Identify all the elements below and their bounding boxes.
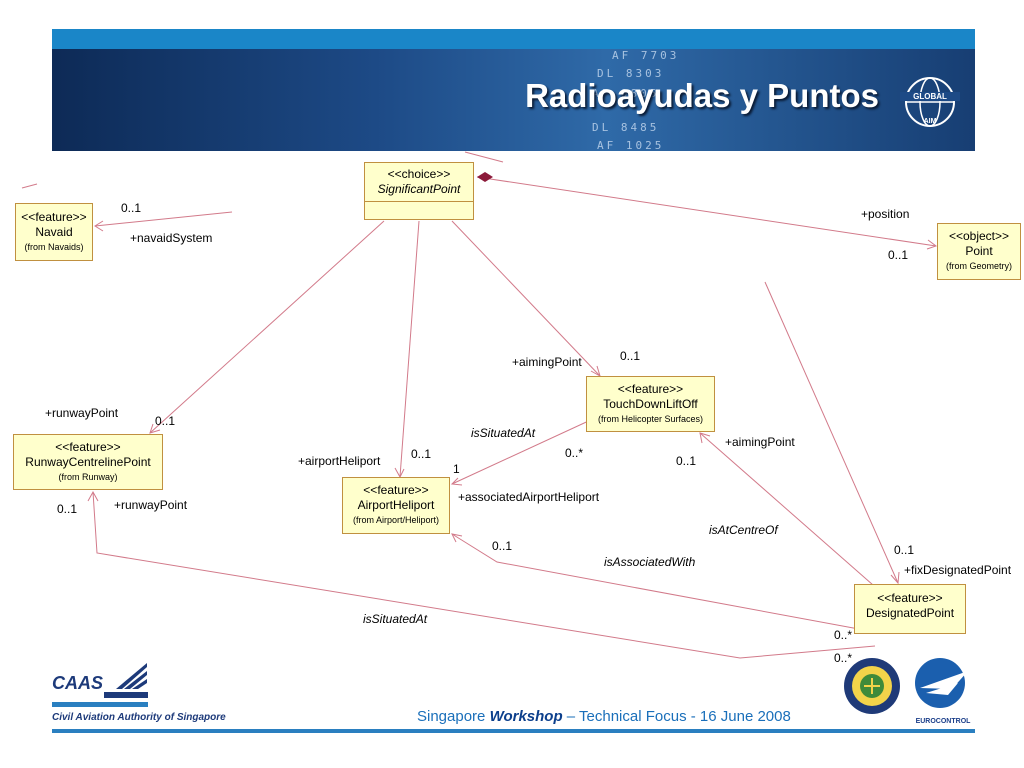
decorative-line — [465, 152, 503, 162]
class-touchdown-liftoff[interactable]: <<feature>> TouchDownLiftOff (from Helic… — [586, 376, 715, 432]
footer-workshop: Workshop — [490, 708, 563, 725]
assoc-dp-runway-line — [93, 492, 875, 658]
multiplicity-label: 0..* — [834, 628, 852, 642]
assoc-dp-tdlo-line — [700, 433, 873, 585]
footer-prefix: Singapore — [417, 708, 490, 725]
class-designated-point[interactable]: <<feature>> DesignatedPoint — [854, 584, 966, 634]
class-airport-heliport[interactable]: <<feature>> AirportHeliport (from Airpor… — [342, 477, 450, 534]
role-label: +runwayPoint — [45, 406, 118, 420]
multiplicity-label: 0..1 — [888, 248, 908, 262]
assoc-navaid-line — [95, 212, 232, 226]
multiplicity-label: 0..1 — [894, 543, 914, 557]
role-label: +navaidSystem — [130, 231, 212, 245]
class-name: Point — [938, 244, 1020, 259]
stereotype: <<feature>> — [855, 591, 965, 606]
role-label: +airportHeliport — [298, 454, 380, 468]
association-name: isSituatedAt — [471, 426, 535, 440]
multiplicity-label: 0..1 — [411, 447, 431, 461]
class-compartment — [365, 201, 473, 220]
arrow-airport — [395, 468, 404, 477]
caas-full-name: Civil Aviation Authority of Singapore — [52, 712, 226, 723]
class-package: (from Geometry) — [938, 259, 1020, 274]
arrow-fix — [891, 572, 899, 583]
footer-text: Singapore Workshop – Technical Focus - 1… — [417, 708, 791, 725]
decorative-line-left — [22, 184, 37, 188]
eurocontrol-logo-icon: EUROCONTROL — [912, 655, 974, 727]
multiplicity-label: 0..1 — [121, 201, 141, 215]
class-navaid[interactable]: <<feature>> Navaid (from Navaids) — [15, 203, 93, 261]
assoc-runway-line — [150, 221, 384, 433]
role-label: +position — [861, 207, 909, 221]
class-name: Navaid — [16, 225, 92, 240]
class-runway-centreline-point[interactable]: <<feature>> RunwayCentrelinePoint (from … — [13, 434, 163, 490]
role-label: +runwayPoint — [114, 498, 187, 512]
footer-divider — [52, 729, 975, 733]
multiplicity-label: 1 — [453, 462, 460, 476]
eurocontrol-text: EUROCONTROL — [916, 718, 972, 725]
assoc-fix-line — [765, 282, 898, 583]
association-name: isSituatedAt — [363, 612, 427, 626]
class-package: (from Airport/Heliport) — [343, 513, 449, 528]
caas-logo-text: CAAS — [52, 673, 103, 693]
stereotype: <<feature>> — [16, 210, 92, 225]
faa-seal-icon — [842, 656, 902, 716]
association-name: isAtCentreOf — [709, 523, 778, 537]
class-name: TouchDownLiftOff — [587, 397, 714, 412]
class-package: (from Helicopter Surfaces) — [587, 412, 714, 427]
stereotype: <<feature>> — [587, 382, 714, 397]
class-package: (from Navaids) — [16, 240, 92, 255]
stereotype: <<object>> — [938, 229, 1020, 244]
class-significant-point[interactable]: <<choice>> SignificantPoint — [364, 162, 474, 220]
class-name: AirportHeliport — [343, 498, 449, 513]
role-label: +aimingPoint — [512, 355, 582, 369]
stereotype: <<choice>> — [365, 167, 473, 182]
assoc-airport-line — [400, 221, 419, 477]
assoc-dp-airport-line — [452, 534, 875, 632]
assoc-touchdown-line — [452, 221, 600, 376]
association-name: isAssociatedWith — [604, 555, 695, 569]
multiplicity-label: 0..1 — [492, 539, 512, 553]
multiplicity-label: 0..* — [565, 446, 583, 460]
footer-suffix: – Technical Focus - 16 June 2008 — [563, 708, 791, 725]
role-label: +associatedAirportHeliport — [458, 490, 599, 504]
multiplicity-label: 0..1 — [620, 349, 640, 363]
class-point[interactable]: <<object>> Point (from Geometry) — [937, 223, 1021, 280]
class-name: RunwayCentrelinePoint — [14, 455, 162, 470]
class-name: DesignatedPoint — [855, 606, 965, 621]
role-label: +fixDesignatedPoint — [904, 563, 1011, 577]
stereotype: <<feature>> — [14, 440, 162, 455]
class-package: (from Runway) — [14, 470, 162, 485]
stereotype: <<feature>> — [343, 483, 449, 498]
multiplicity-label: 0..1 — [676, 454, 696, 468]
composition-diamond — [477, 172, 493, 182]
multiplicity-label: 0..1 — [155, 414, 175, 428]
class-name: SignificantPoint — [365, 182, 473, 197]
multiplicity-label: 0..1 — [57, 502, 77, 516]
role-label: +aimingPoint — [725, 435, 795, 449]
